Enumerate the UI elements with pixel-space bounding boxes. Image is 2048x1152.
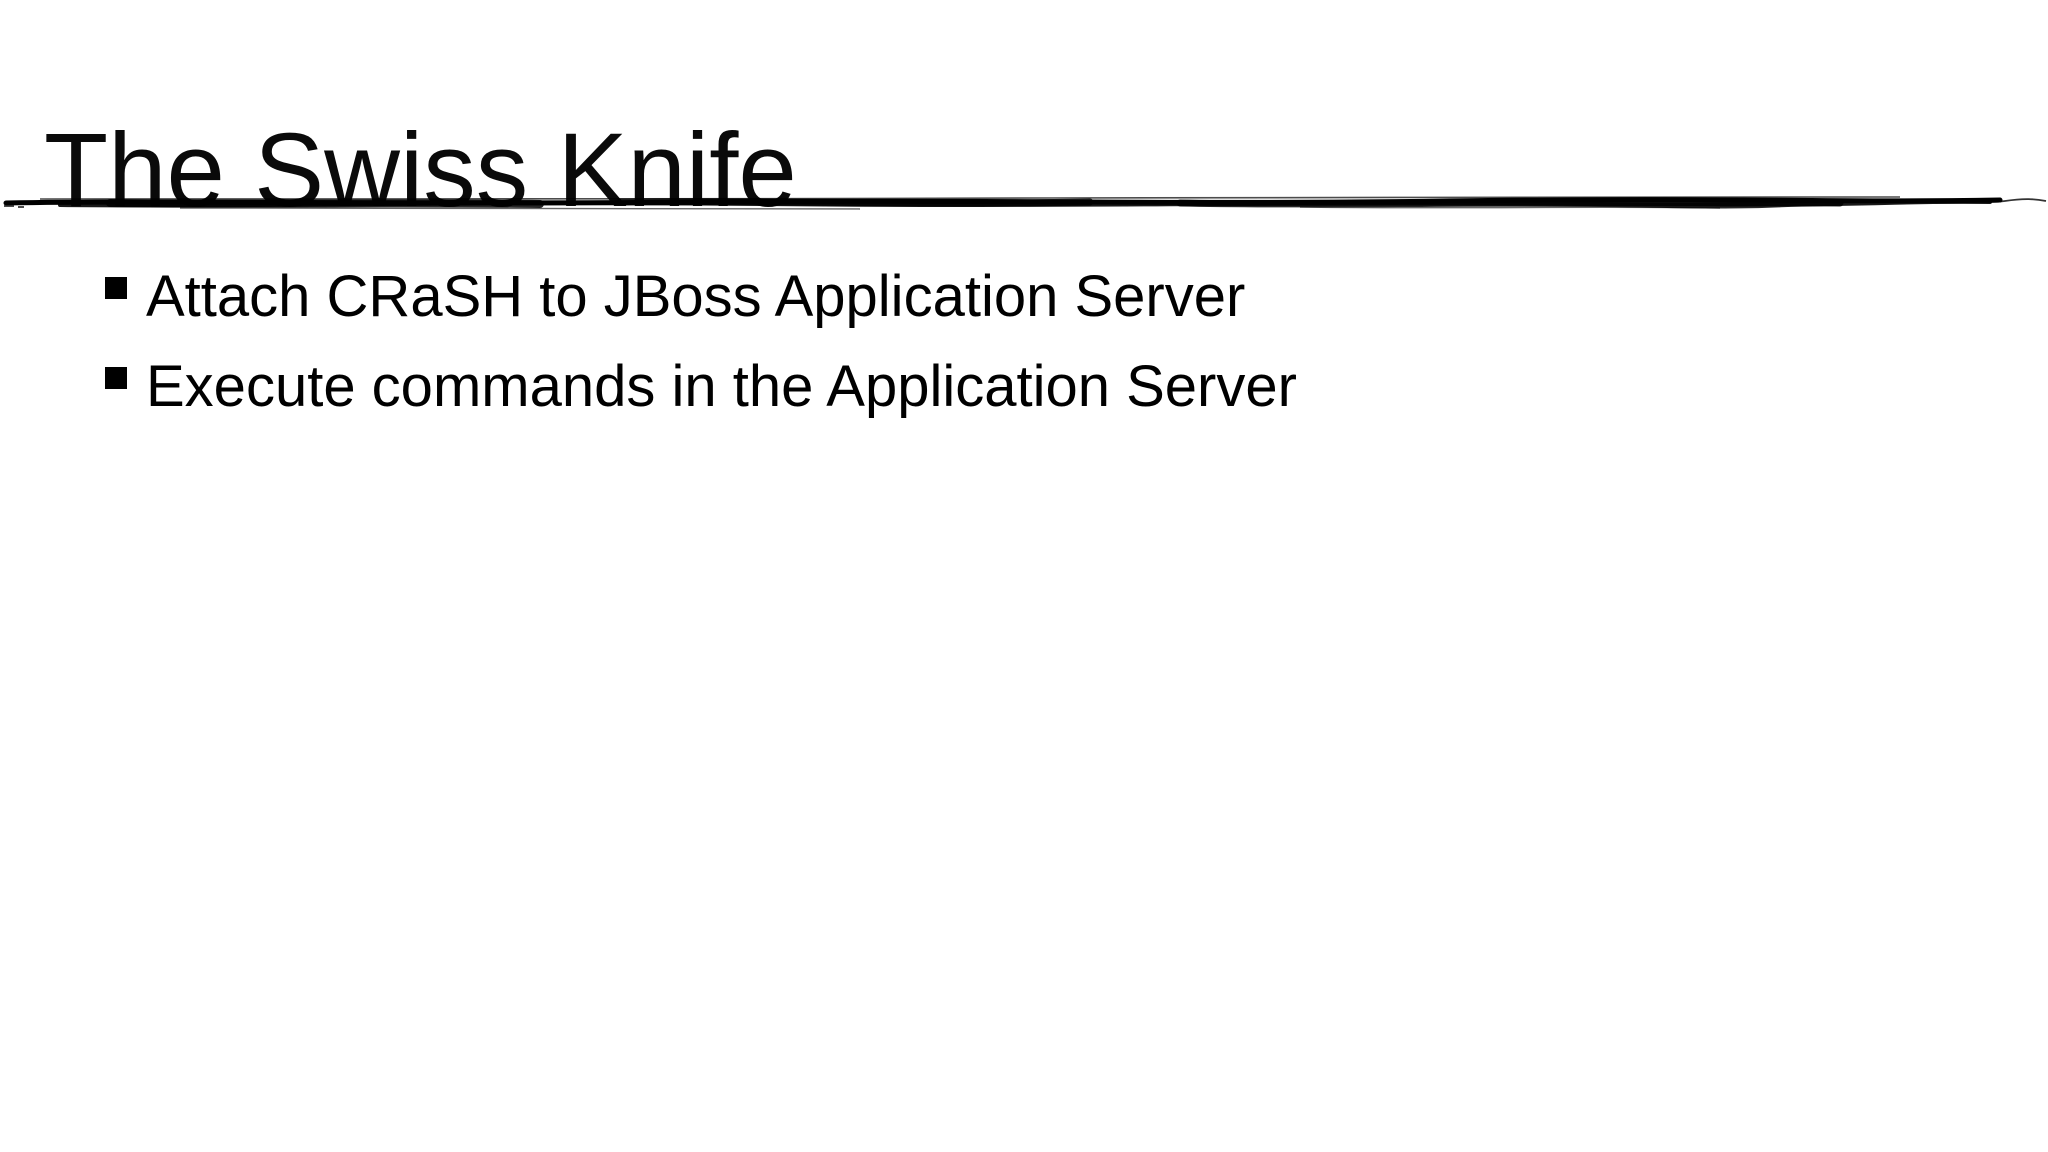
list-item: Attach CRaSH to JBoss Application Server	[105, 264, 1297, 331]
bullet-list: Attach CRaSH to JBoss Application Server…	[105, 264, 1297, 443]
list-item: Execute commands in the Application Serv…	[105, 354, 1297, 421]
divider-line	[3, 196, 2047, 210]
bullet-text: Execute commands in the Application Serv…	[146, 353, 1297, 419]
square-bullet-icon	[105, 277, 127, 299]
bullet-text: Attach CRaSH to JBoss Application Server	[146, 264, 1246, 329]
square-bullet-icon	[105, 366, 127, 389]
